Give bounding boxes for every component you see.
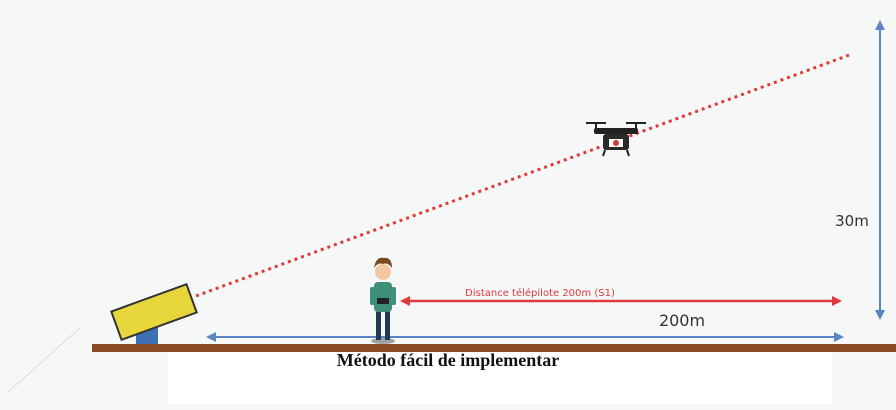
person-icon <box>370 257 396 344</box>
beam-line <box>195 52 853 298</box>
launcher-device-icon <box>110 282 198 344</box>
caption-title: Método fácil de implementar <box>336 350 560 370</box>
ground-distance-label: 200m <box>659 311 705 330</box>
pilot-distance-label: Distance télépilote 200m (S1) <box>465 287 615 299</box>
ground-bar <box>92 344 896 352</box>
height-label: 30m <box>835 212 869 230</box>
drone-icon <box>586 122 646 157</box>
decorative-line <box>7 327 81 393</box>
caption-background <box>168 348 832 404</box>
